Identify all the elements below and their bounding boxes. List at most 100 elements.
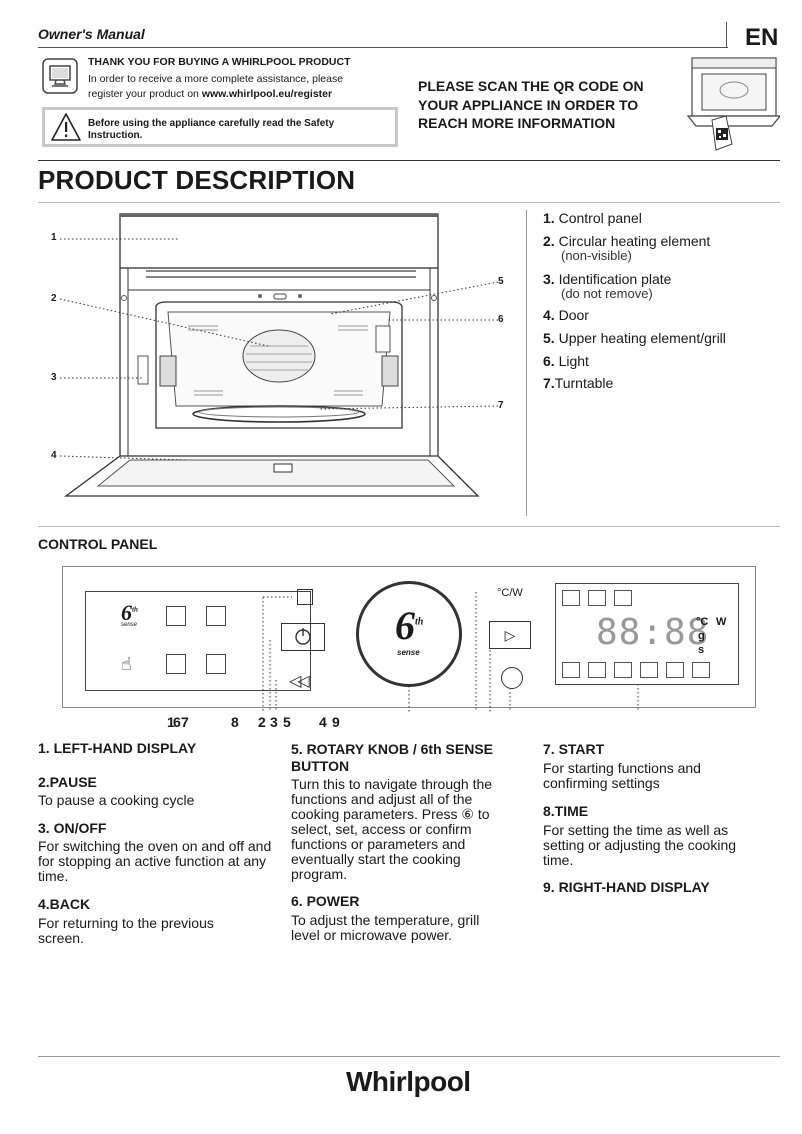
qr-line3: REACH MORE INFORMATION [418, 115, 616, 131]
function-icon-8 [666, 662, 684, 678]
unit-label: °C/W [497, 587, 523, 599]
on-off-button[interactable] [281, 623, 325, 651]
register-link[interactable]: www.whirlpool.eu/register [201, 88, 333, 100]
desc-heading: 3. ON/OFF [38, 820, 107, 836]
num-label-4: 4 [319, 714, 327, 730]
warning-triangle-icon [50, 112, 82, 147]
part-num: 2. [543, 233, 555, 249]
language-code: EN [745, 24, 779, 51]
part-label: Door [558, 307, 589, 323]
callout-4: 4 [51, 450, 57, 461]
part-sub: (non-visible) [561, 248, 632, 263]
desc-text: For starting functions and confirming se… [543, 760, 701, 791]
warning-line2: Instruction. [88, 130, 143, 141]
column-divider [526, 210, 527, 516]
part-item: 1. Control panel [543, 210, 642, 226]
callout-6: 6 [498, 314, 504, 325]
part-num: 7. [543, 375, 555, 391]
fan-icon [206, 606, 226, 626]
digit-display: 88:88 [596, 612, 710, 653]
part-item: 3. Identification plate(do not remove) [543, 271, 671, 300]
desc-heading: 7. START [543, 741, 605, 757]
num-label-7: 7 [181, 714, 189, 730]
callout-7: 7 [498, 400, 504, 411]
qr-line2: YOUR APPLIANCE IN ORDER TO [418, 96, 639, 113]
oven-illustration [38, 206, 518, 511]
logo-sup: th [132, 605, 138, 614]
function-icon-2 [588, 590, 606, 606]
unit-celsius: °C [696, 616, 709, 628]
desc-text: For returning to the previous screen. [38, 915, 214, 946]
part-sub: (do not remove) [561, 286, 653, 301]
qr-line1: PLEASE SCAN THE QR CODE ON [418, 78, 644, 94]
part-num: 5. [543, 330, 555, 346]
part-num: 6. [543, 353, 555, 369]
play-icon: ▷ [504, 627, 516, 643]
num-label-9: 9 [332, 714, 340, 730]
desc-heading: 6. POWER [291, 893, 360, 909]
safety-warning-text: Before using the appliance carefully rea… [88, 118, 388, 142]
header-divider [726, 22, 727, 48]
function-icon-3 [614, 590, 632, 606]
callout-3: 3 [51, 372, 57, 383]
time-button[interactable] [501, 667, 523, 689]
heat-wave-icon [166, 606, 186, 626]
unit-gram: g [698, 630, 705, 642]
desc-text: To pause a cooking cycle [38, 792, 195, 808]
part-num: 4. [543, 307, 555, 323]
knob-sense: sense [397, 648, 420, 657]
part-label: Upper heating element/grill [558, 330, 726, 346]
power-icon [295, 628, 311, 645]
function-icon-1 [562, 590, 580, 606]
sense-word-small: sense [121, 622, 138, 628]
unit-watt: W [716, 616, 727, 628]
footer-rule [38, 1056, 780, 1057]
part-num: 3. [543, 271, 555, 287]
back-button[interactable]: ◁◁ [289, 673, 310, 690]
control-panel-title: CONTROL PANEL [38, 536, 158, 552]
section-rule [38, 160, 780, 161]
desc-heading: 4.BACK [38, 896, 91, 912]
part-item: 7.Turntable [543, 375, 613, 391]
part-item: 5. Upper heating element/grill [543, 330, 726, 346]
part-item: 4. Door [543, 307, 589, 323]
desc-text: For switching the oven on and off and fo… [38, 838, 272, 884]
knob-sup: th [415, 616, 424, 628]
desc-heading: 5. ROTARY KNOB / 6th SENSE BUTTON [291, 741, 493, 774]
part-label: Light [558, 353, 589, 369]
num-label-2: 2 [258, 714, 266, 730]
function-icon-6 [614, 662, 632, 678]
num-label-1: 1 [167, 714, 175, 730]
part-label: Circular heating element [558, 233, 711, 249]
part-item: 6. Light [543, 353, 589, 369]
header-rule [38, 47, 728, 48]
function-icon-4 [562, 662, 580, 678]
part-label: Control panel [558, 210, 642, 226]
manual-title: Owner's Manual [38, 26, 145, 42]
warning-line1: Before using the appliance carefully rea… [88, 118, 335, 129]
desc-heading: 2.PAUSE [38, 774, 97, 790]
knob-six: 6th [395, 602, 423, 649]
desc-text: Turn this to navigate through the functi… [291, 776, 493, 882]
desc-text: To adjust the temperature, grill level o… [291, 912, 480, 943]
start-button[interactable]: ▷ [489, 621, 531, 649]
function-icon-7 [640, 662, 658, 678]
left-hand-display[interactable]: 6th sense ☝ [85, 591, 311, 691]
desc-text: For setting the time as well as setting … [543, 822, 737, 868]
appliance-qr-illustration [686, 56, 782, 157]
pause-button[interactable] [297, 589, 313, 605]
rotary-knob[interactable]: 6th sense [356, 581, 462, 687]
callout-2: 2 [51, 293, 57, 304]
callout-1: 1 [51, 232, 57, 243]
part-label: Turntable [554, 375, 614, 391]
computer-monitor-icon [42, 58, 78, 99]
callout-5: 5 [498, 276, 504, 287]
right-hand-display: 88:88 °C W g s [555, 583, 739, 685]
thanks-title: THANK YOU FOR BUYING A WHIRLPOOL PRODUCT [88, 56, 351, 68]
knob-brand: 6 [395, 603, 415, 648]
thanks-line1: In order to receive a more complete assi… [88, 73, 344, 85]
num-label-3: 3 [270, 714, 278, 730]
safety-warning-box [42, 107, 398, 147]
desc-heading: 1. LEFT-HAND DISPLAY [38, 740, 197, 756]
sixth-sense-logo-small: 6th [121, 600, 138, 625]
